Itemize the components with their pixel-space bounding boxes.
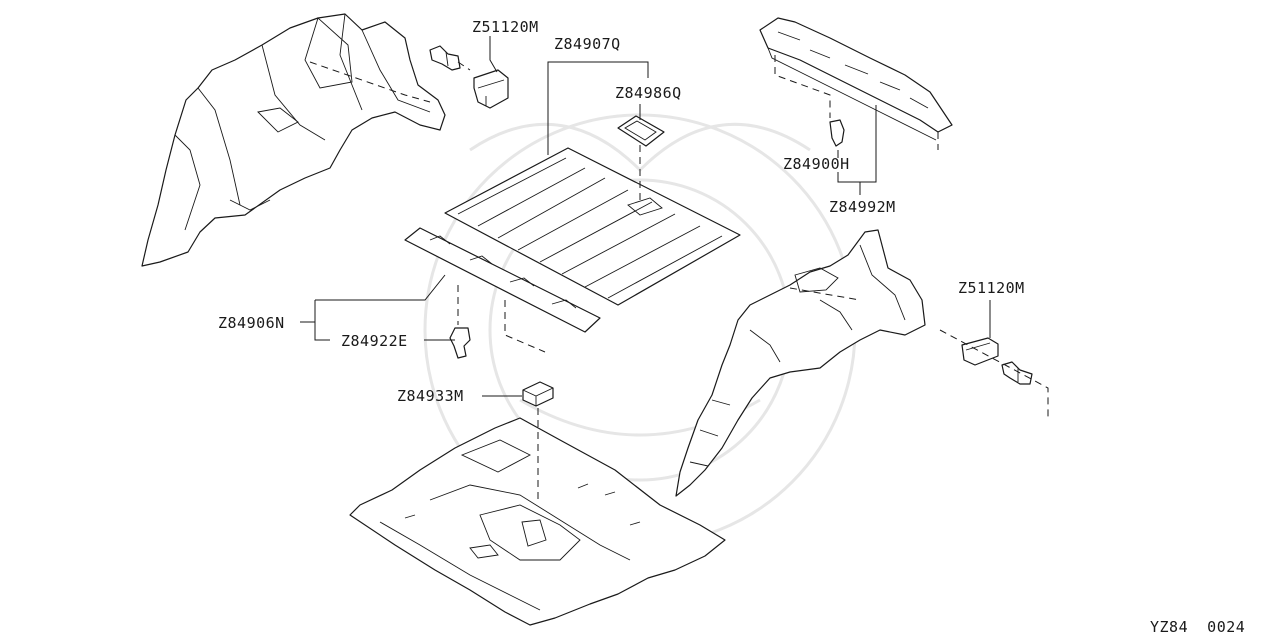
label-z84900h[interactable]: Z84900H [783,155,850,173]
bolt-top-left [429,45,461,71]
grommet-z84922e [449,327,471,359]
label-z84922e[interactable]: Z84922E [341,332,408,350]
block-z84933m [522,381,554,407]
floor-board [444,147,741,306]
clip-z84900h [829,119,845,147]
label-z51120m-right[interactable]: Z51120M [958,279,1025,297]
quarter-inner-panel-left [141,13,446,267]
assembly-dash-lines [309,55,1049,500]
part-labels: Z51120M Z84907Q Z84986Q Z84900H Z84992M … [218,18,1245,636]
clip-z51120m-top [473,69,509,109]
figure-code: YZ84 0024 [1150,618,1245,636]
label-z84933m[interactable]: Z84933M [397,387,464,405]
label-z84907q[interactable]: Z84907Q [554,35,621,53]
label-z84986q[interactable]: Z84986Q [615,84,682,102]
rear-floor-pan [349,417,726,626]
label-z51120m-top[interactable]: Z51120M [472,18,539,36]
quarter-inner-panel-right [675,229,926,497]
finisher-board [404,227,601,333]
label-z84906n[interactable]: Z84906N [218,314,285,332]
leader-lines [300,36,991,397]
rear-cross-member [759,17,953,141]
mat-z84986q [617,115,665,147]
clip-z51120m-right [961,337,999,366]
label-z84992m[interactable]: Z84992M [829,198,896,216]
